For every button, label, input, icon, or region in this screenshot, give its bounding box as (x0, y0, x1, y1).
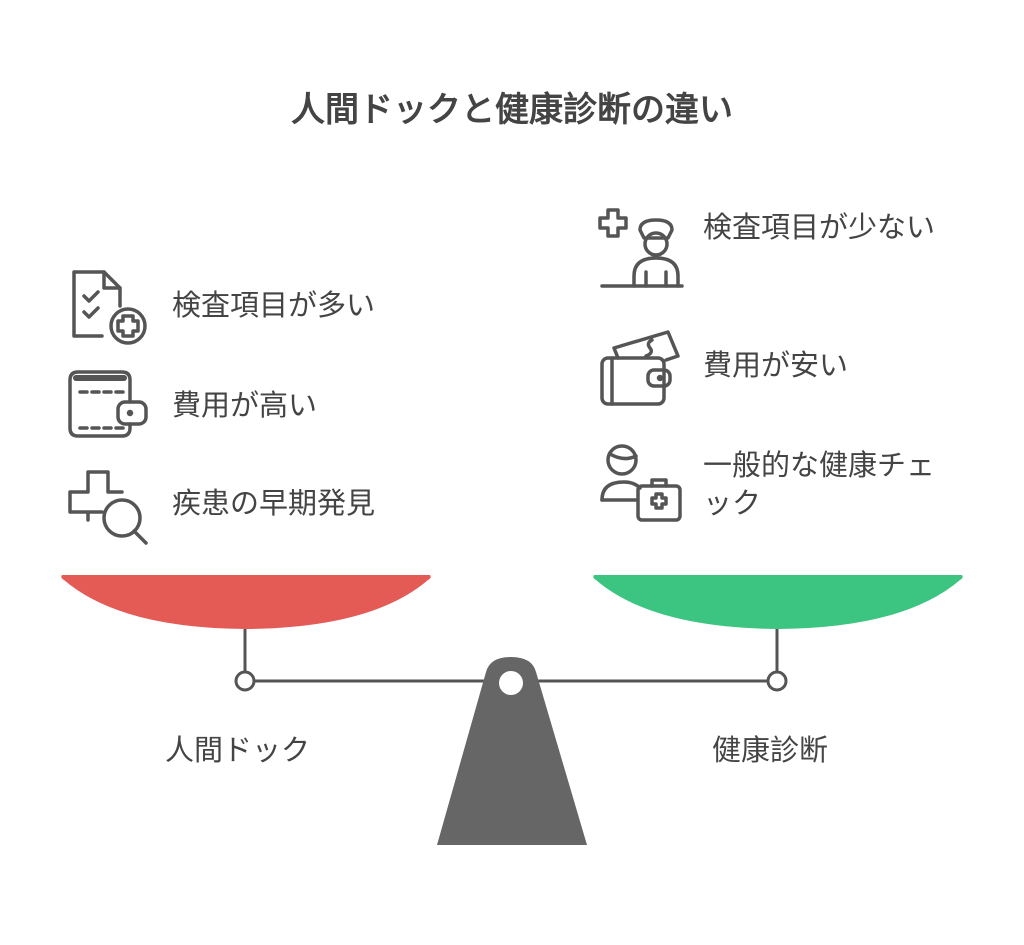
fulcrum (437, 657, 587, 845)
left-pan (61, 575, 431, 629)
right-item-1: 検査項目が少ない (703, 210, 936, 244)
wallet-money-icon (600, 330, 680, 406)
wallet-icon (68, 370, 148, 438)
medical-cross-search-icon (68, 470, 148, 545)
page-title: 人間ドックと健康診断の違い (291, 90, 733, 130)
left-item-1: 検査項目が多い (172, 288, 376, 322)
checklist-document-plus-icon (72, 270, 147, 345)
right-label: 健康診断 (712, 733, 829, 767)
person-medical-kit-icon (600, 444, 682, 522)
left-label: 人間ドック (165, 733, 311, 767)
right-pan (593, 575, 963, 629)
right-item-3: 一般的な健康チェック (703, 448, 936, 520)
left-item-3: 疾患の早期発見 (172, 486, 376, 520)
right-item-2: 費用が安い (703, 348, 849, 382)
nurse-icon (598, 208, 684, 288)
fulcrum-pivot (499, 671, 523, 695)
left-item-2: 費用が高い (172, 388, 318, 422)
